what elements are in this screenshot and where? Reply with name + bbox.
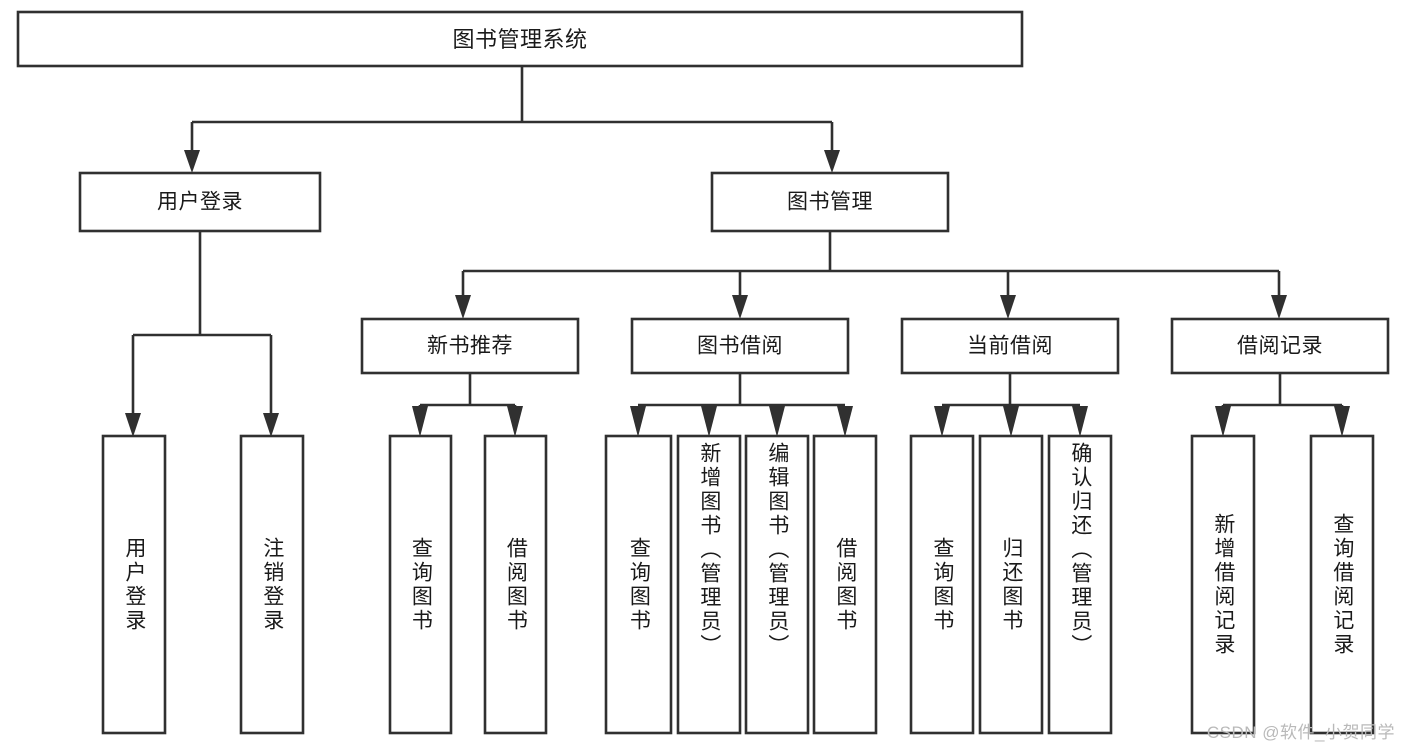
leaf-box-br-query-record[interactable] — [1309, 434, 1375, 735]
connector-root-to-level1 — [184, 66, 840, 173]
node-new-book-recommend-label: 新书推荐 — [427, 335, 513, 358]
leaf-box-bb-add-book[interactable] — [676, 434, 742, 735]
leaf-box-bb-query-book[interactable] — [604, 434, 673, 735]
node-current-borrow-label: 当前借阅 — [967, 335, 1053, 358]
leaf-box-cb-query-book[interactable] — [909, 434, 975, 735]
node-book-manage-label: 图书管理 — [787, 191, 873, 214]
watermark: CSDN @软件_小贺同学 — [1206, 723, 1395, 742]
arrow-to-bb-leaf-2 — [701, 406, 717, 437]
node-borrow-record-label: 借阅记录 — [1237, 335, 1323, 358]
leaf-box-logout[interactable] — [239, 434, 305, 735]
arrow-to-leaf-user-login — [125, 413, 141, 437]
leaf-box-user-login[interactable] — [101, 434, 167, 735]
node-new-book-recommend-box — [360, 317, 580, 375]
arrow-to-bb-leaf-4 — [837, 406, 853, 437]
node-book-manage-box — [710, 171, 950, 233]
leaf-box-cb-return-book[interactable] — [978, 434, 1044, 735]
node-book-borrow-label: 图书借阅 — [697, 335, 783, 358]
connector-current-borrow-to-leaves — [934, 373, 1088, 437]
node-borrow-record-box — [1170, 317, 1390, 375]
leaf-box-nbr-query-book[interactable] — [388, 434, 453, 735]
arrow-to-br-leaf-2 — [1334, 406, 1350, 437]
arrow-to-nbr-leaf-1 — [412, 406, 428, 437]
arrow-to-cb-leaf-3 — [1072, 406, 1088, 437]
node-new-book-recommend[interactable]: 新书推荐 — [360, 317, 580, 375]
arrow-to-cb-leaf-2 — [1003, 406, 1019, 437]
leaf-box-nbr-borrow-book[interactable] — [483, 434, 548, 735]
arrow-to-leaf-logout — [263, 413, 279, 437]
arrow-to-br-leaf-1 — [1215, 406, 1231, 437]
connector-book-borrow-to-leaves — [630, 373, 853, 437]
leaf-box-br-add-record[interactable] — [1190, 434, 1256, 735]
arrow-to-current-borrow — [1000, 295, 1016, 319]
arrow-to-book-borrow — [732, 295, 748, 319]
arrow-to-cb-leaf-1 — [934, 406, 950, 437]
node-book-borrow-box — [630, 317, 850, 375]
node-current-borrow[interactable]: 当前借阅 — [900, 317, 1120, 375]
arrow-to-new-book-recommend — [455, 295, 471, 319]
node-root-label: 图书管理系统 — [452, 27, 587, 52]
leaf-box-bb-borrow-book[interactable] — [812, 434, 878, 735]
arrow-to-nbr-leaf-2 — [507, 406, 523, 437]
arrow-to-book-manage — [824, 150, 840, 173]
connector-new-book-recommend-to-leaves — [412, 373, 523, 437]
connector-user-login-to-leaves — [125, 231, 279, 437]
arrow-to-bb-leaf-3 — [769, 406, 785, 437]
node-book-manage[interactable]: 图书管理 — [710, 171, 950, 233]
node-user-login-label: 用户登录 — [157, 191, 243, 214]
leaf-box-cb-confirm-return[interactable] — [1047, 434, 1113, 735]
node-book-borrow[interactable]: 图书借阅 — [630, 317, 850, 375]
arrow-to-user-login — [184, 150, 200, 173]
leaf-box-bb-edit-book[interactable] — [744, 434, 810, 735]
connector-book-manage-to-level2 — [455, 231, 1287, 319]
arrow-to-bb-leaf-1 — [630, 406, 646, 437]
arrow-to-borrow-record — [1271, 295, 1287, 319]
node-borrow-record[interactable]: 借阅记录 — [1170, 317, 1390, 375]
node-root[interactable]: 图书管理系统 — [16, 10, 1024, 68]
node-current-borrow-box — [900, 317, 1120, 375]
connector-borrow-record-to-leaves — [1215, 373, 1350, 437]
node-user-login[interactable]: 用户登录 — [78, 171, 322, 233]
node-root-box — [16, 10, 1024, 68]
